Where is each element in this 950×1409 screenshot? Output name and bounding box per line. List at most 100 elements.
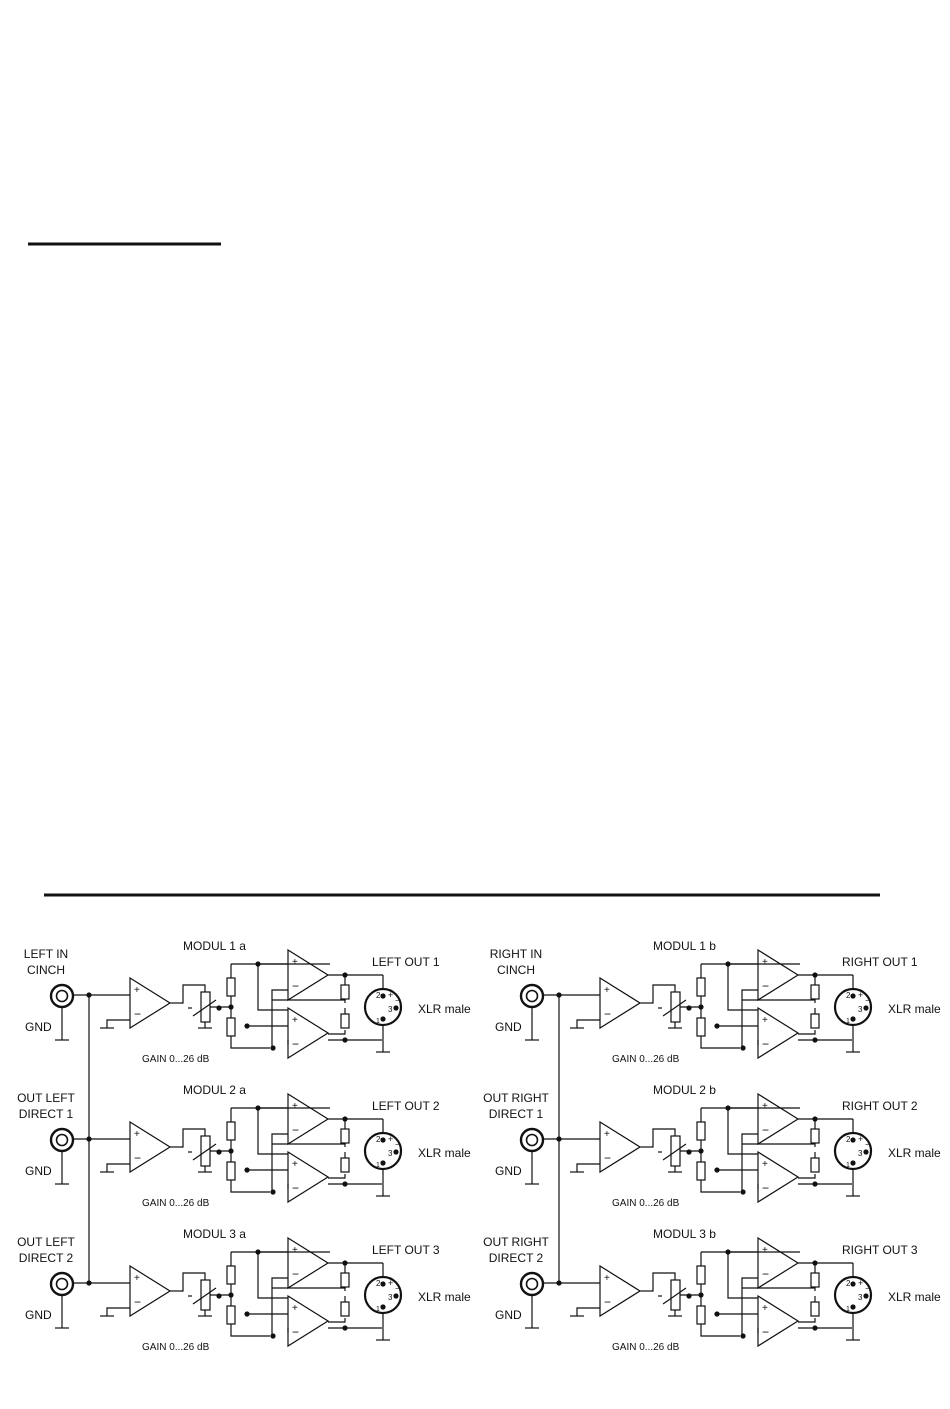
connector-label: XLR male	[418, 1290, 471, 1304]
xlr-pin-label: +	[388, 1134, 393, 1144]
junction-dot	[686, 1149, 692, 1155]
op-amp-plus: +	[762, 1159, 768, 1170]
feedback-wire	[106, 1019, 130, 1028]
op-amp-minus: −	[292, 979, 299, 993]
input-label: CINCH	[27, 963, 65, 977]
xlr-pin-1	[380, 1304, 386, 1310]
xlr-pin-label: 2	[846, 1279, 851, 1288]
xlr-pin-label: −	[395, 996, 400, 1005]
resistor	[226, 1121, 236, 1141]
gnd-label: GND	[25, 1308, 52, 1322]
op-amp-minus: −	[292, 1181, 299, 1195]
input-label: OUT LEFT	[17, 1091, 75, 1105]
gnd-label: GND	[25, 1164, 52, 1178]
xlr-pin-1	[850, 1160, 856, 1166]
op-amp-minus: −	[134, 1295, 141, 1309]
input-label: LEFT IN	[24, 947, 68, 961]
feedback-wire	[576, 1163, 600, 1172]
xlr-pin-label: −	[865, 1284, 870, 1293]
op-amp-minus: −	[762, 1037, 769, 1051]
xlr-pin-3	[393, 1149, 399, 1155]
resistor	[226, 1265, 236, 1285]
xlr-pin-label: +	[388, 1278, 393, 1288]
resistor	[810, 1128, 820, 1144]
gain-label: GAIN 0...26 dB	[142, 1342, 210, 1353]
xlr-pin-label: 2	[376, 1279, 381, 1288]
op-amp-minus: −	[762, 1325, 769, 1339]
resistor	[696, 1121, 706, 1141]
module-label: MODUL 2 a	[183, 1083, 246, 1097]
wire	[328, 1174, 346, 1179]
rca-jack-inner	[525, 989, 539, 1003]
rca-jack-outer	[519, 983, 545, 1009]
op-amp-output-upper	[757, 1236, 800, 1290]
wire	[230, 1180, 270, 1193]
output-label: LEFT OUT 1	[372, 955, 440, 969]
connector-label: XLR male	[418, 1002, 471, 1016]
xlr-pin-label: 3	[388, 1293, 393, 1302]
op-amp-minus: −	[292, 1267, 299, 1281]
wire	[798, 1174, 816, 1179]
wire	[727, 1252, 758, 1299]
rca-jack-inner	[55, 989, 69, 1003]
xlr-pin-3	[393, 1293, 399, 1299]
junction-dot	[216, 1149, 222, 1155]
op-amp-plus: +	[292, 1245, 298, 1256]
wire	[257, 1252, 288, 1299]
op-amp-minus: −	[292, 1123, 299, 1137]
input-label: OUT LEFT	[17, 1235, 75, 1249]
pot-wire	[180, 1272, 206, 1292]
pot-arrow	[662, 1143, 687, 1161]
xlr-pin-label: −	[865, 1140, 870, 1149]
module-label: MODUL 2 b	[653, 1083, 716, 1097]
wire	[257, 964, 288, 1011]
pot-wire	[180, 1128, 206, 1148]
pot-wire	[650, 984, 676, 1004]
op-amp-minus: −	[604, 1295, 611, 1309]
xlr-pin-2	[850, 1137, 856, 1143]
junction-dot	[270, 1333, 276, 1339]
output-label: RIGHT OUT 1	[842, 955, 918, 969]
op-amp-plus: +	[762, 1245, 768, 1256]
wire	[741, 989, 758, 1046]
feedback-wire	[106, 1307, 130, 1316]
op-amp-input-buffer	[599, 1120, 642, 1174]
gain-label: GAIN 0...26 dB	[612, 1054, 680, 1065]
gnd-label: GND	[495, 1308, 522, 1322]
xlr-pin-label: 3	[858, 1149, 863, 1158]
xlr-pin-label: 3	[858, 1005, 863, 1014]
wire	[700, 1036, 740, 1049]
xlr-pin-label: 1	[846, 1162, 850, 1169]
gnd-label: GND	[495, 1020, 522, 1034]
pot-arrow	[192, 1143, 217, 1161]
xlr-pin-label: 1	[846, 1018, 850, 1025]
resistor	[810, 1157, 820, 1173]
xlr-pin-1	[380, 1016, 386, 1022]
op-amp-output-lower	[287, 1006, 330, 1060]
output-label: LEFT OUT 2	[372, 1099, 440, 1113]
xlr-pin-label: 1	[376, 1162, 380, 1169]
rca-jack-outer	[519, 1271, 545, 1297]
op-amp-output-upper	[287, 948, 330, 1002]
op-amp-plus: +	[134, 1129, 140, 1140]
junction-dot	[270, 1045, 276, 1051]
op-amp-minus: −	[292, 1325, 299, 1339]
op-amp-input-buffer	[129, 1264, 172, 1318]
xlr-pin-label: 2	[846, 991, 851, 1000]
xlr-pin-label: +	[858, 990, 863, 1000]
xlr-pin-2	[850, 1281, 856, 1287]
junction-dot	[270, 1189, 276, 1195]
resistor	[340, 1128, 350, 1144]
op-amp-plus: +	[292, 1303, 298, 1314]
xlr-pin-1	[850, 1304, 856, 1310]
resistor	[340, 1301, 350, 1317]
xlr-pin-1	[380, 1160, 386, 1166]
xlr-pin-label: 2	[846, 1135, 851, 1144]
resistor	[696, 1017, 706, 1037]
junction-dot	[740, 1189, 746, 1195]
op-amp-output-lower	[757, 1006, 800, 1060]
